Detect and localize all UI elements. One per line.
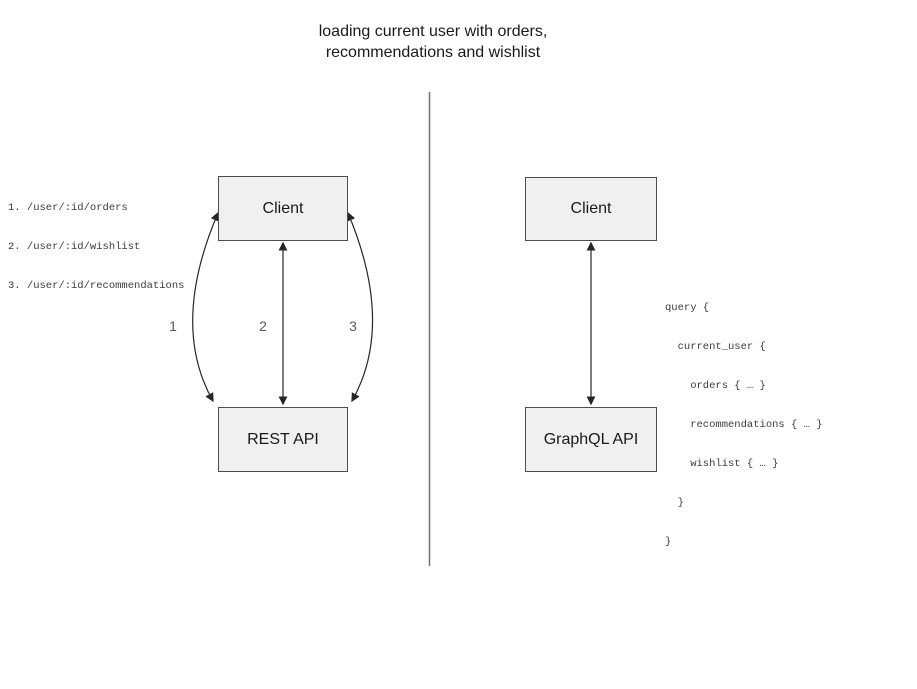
query-line: orders { … } bbox=[665, 380, 766, 392]
query-line: current_user { bbox=[665, 341, 766, 353]
query-line: } bbox=[665, 536, 672, 548]
rest-arrow-3-curve bbox=[346, 211, 374, 403]
endpoint-orders: 1. /user/:id/orders bbox=[8, 202, 128, 214]
graphql-api-label: GraphQL API bbox=[543, 430, 639, 448]
graphql-query-snippet: query { current_user { orders { … } reco… bbox=[665, 276, 823, 575]
rest-endpoint-list: 1. /user/:id/orders 2. /user/:id/wishlis… bbox=[8, 176, 184, 319]
graphql-client-box: Client bbox=[525, 177, 657, 241]
graphql-client-label: Client bbox=[570, 200, 612, 217]
query-line: recommendations { … } bbox=[665, 419, 823, 431]
arrow-label-2: 2 bbox=[259, 318, 267, 334]
query-line: query { bbox=[665, 302, 710, 314]
endpoint-recommendations: 3. /user/:id/recommendations bbox=[8, 280, 185, 292]
title-line-2: recommendations and wishlist bbox=[325, 44, 541, 61]
endpoint-wishlist: 2. /user/:id/wishlist bbox=[8, 241, 141, 253]
title-line-1: loading current user with orders, bbox=[318, 23, 548, 40]
diagram-title: loading current user with orders, recomm… bbox=[233, 21, 633, 63]
arrow-label-3: 3 bbox=[349, 318, 357, 334]
rest-api-label: REST API bbox=[247, 430, 319, 448]
query-line: } bbox=[665, 497, 684, 509]
query-line: wishlist { … } bbox=[665, 458, 779, 470]
rest-client-box: Client bbox=[218, 176, 348, 241]
rest-api-box: REST API bbox=[218, 407, 348, 472]
arrow-label-1: 1 bbox=[169, 318, 177, 334]
graphql-api-box: GraphQL API bbox=[525, 407, 657, 472]
rest-client-label: Client bbox=[262, 199, 304, 217]
rest-arrow-1-curve bbox=[192, 211, 220, 403]
